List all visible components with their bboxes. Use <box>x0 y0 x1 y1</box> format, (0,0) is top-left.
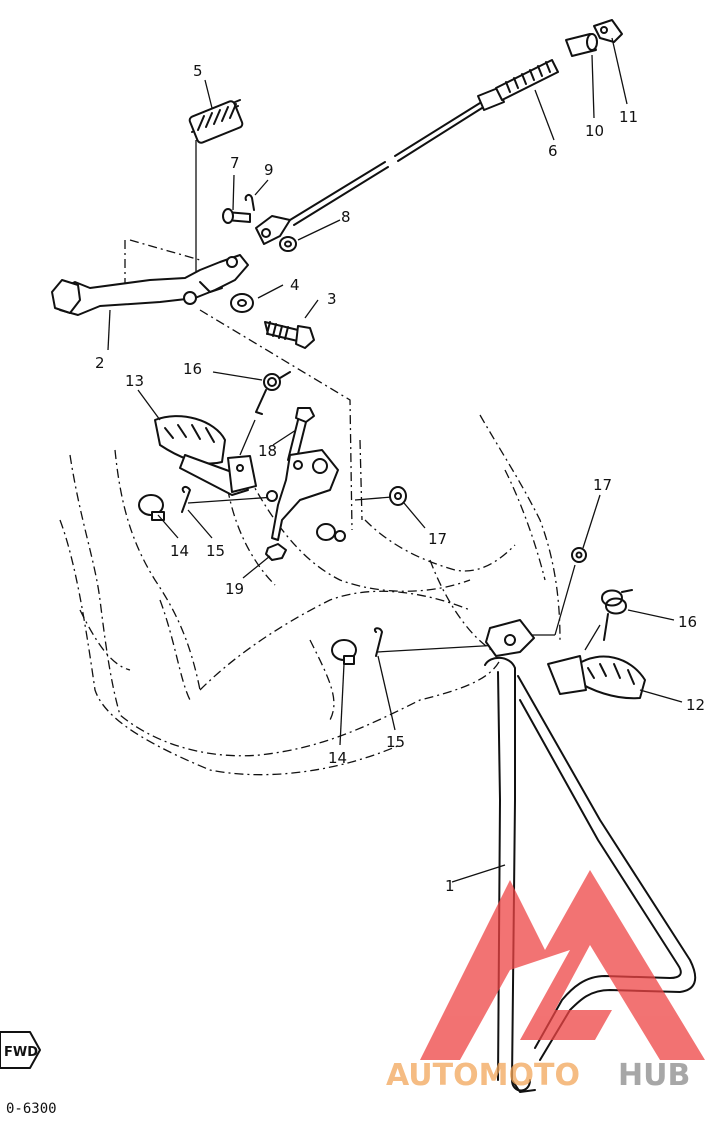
callout-8: 8 <box>341 208 351 226</box>
callout-labels: 1 2 3 4 5 6 7 8 9 10 11 12 13 14 14 15 1… <box>95 62 705 895</box>
callout-9: 9 <box>264 161 274 179</box>
callout-16-left: 16 <box>183 360 202 378</box>
pivot-bolt <box>264 321 315 349</box>
callout-7: 7 <box>230 154 240 172</box>
watermark-text-left: AUTOMOTO <box>386 1058 580 1093</box>
stand-pin-center <box>331 639 357 665</box>
callout-2: 2 <box>95 354 105 372</box>
return-spring <box>188 99 244 144</box>
spring-left <box>255 371 291 415</box>
callout-10: 10 <box>585 122 604 140</box>
footrest-right <box>547 655 646 700</box>
collar-nut <box>316 523 346 542</box>
callout-6: 6 <box>548 142 558 160</box>
drawing-code: 0-6300 <box>6 1101 57 1117</box>
leader-lines <box>187 140 601 653</box>
fwd-label: FWD <box>4 1045 38 1060</box>
main-stand <box>484 656 697 1093</box>
callout-leaders <box>107 37 683 883</box>
callout-4: 4 <box>290 276 300 294</box>
adjuster-nut <box>279 236 297 252</box>
forward-direction-badge: FWD <box>0 1031 41 1069</box>
callout-5: 5 <box>193 62 203 80</box>
callout-11: 11 <box>619 108 638 126</box>
clevis-pin <box>222 208 251 224</box>
callout-17-right: 17 <box>593 476 612 494</box>
callout-16-right: 16 <box>678 613 697 631</box>
callout-13: 13 <box>125 372 144 390</box>
callout-15-center: 15 <box>386 733 405 751</box>
frame-outline <box>59 239 561 776</box>
brake-rod-yoke <box>255 215 291 245</box>
watermark-logo-icon <box>420 870 705 1060</box>
callout-18: 18 <box>258 442 277 460</box>
washer <box>230 293 254 313</box>
callout-1: 1 <box>445 877 455 895</box>
collar-upper <box>389 486 407 506</box>
cotter-pin-small <box>244 193 255 211</box>
stand-mount <box>485 619 535 657</box>
callout-3: 3 <box>327 290 337 308</box>
watermark: AUTOMOTO HUB <box>386 870 705 1093</box>
cotter-pin-center <box>373 627 383 657</box>
stand-bracket <box>271 449 339 541</box>
callout-12: 12 <box>686 696 705 714</box>
callout-14-left: 14 <box>170 542 189 560</box>
callout-15-left: 15 <box>206 542 225 560</box>
rod-end-pin <box>593 19 623 43</box>
bracket-nut <box>265 543 287 561</box>
callout-14-center: 14 <box>328 749 347 767</box>
footrest-bracket-left <box>227 455 278 502</box>
watermark-text-right: HUB <box>618 1058 690 1093</box>
spring-right <box>601 589 633 641</box>
collar-right <box>571 547 587 563</box>
callout-19: 19 <box>225 580 244 598</box>
stand-pin-left <box>138 494 165 521</box>
cotter-pin-left <box>181 485 191 513</box>
rod-joint <box>565 33 598 57</box>
brake-pedal <box>51 254 249 316</box>
brake-rod <box>289 59 559 226</box>
bracket-bolt <box>287 407 315 463</box>
callout-17-upper: 17 <box>428 530 447 548</box>
